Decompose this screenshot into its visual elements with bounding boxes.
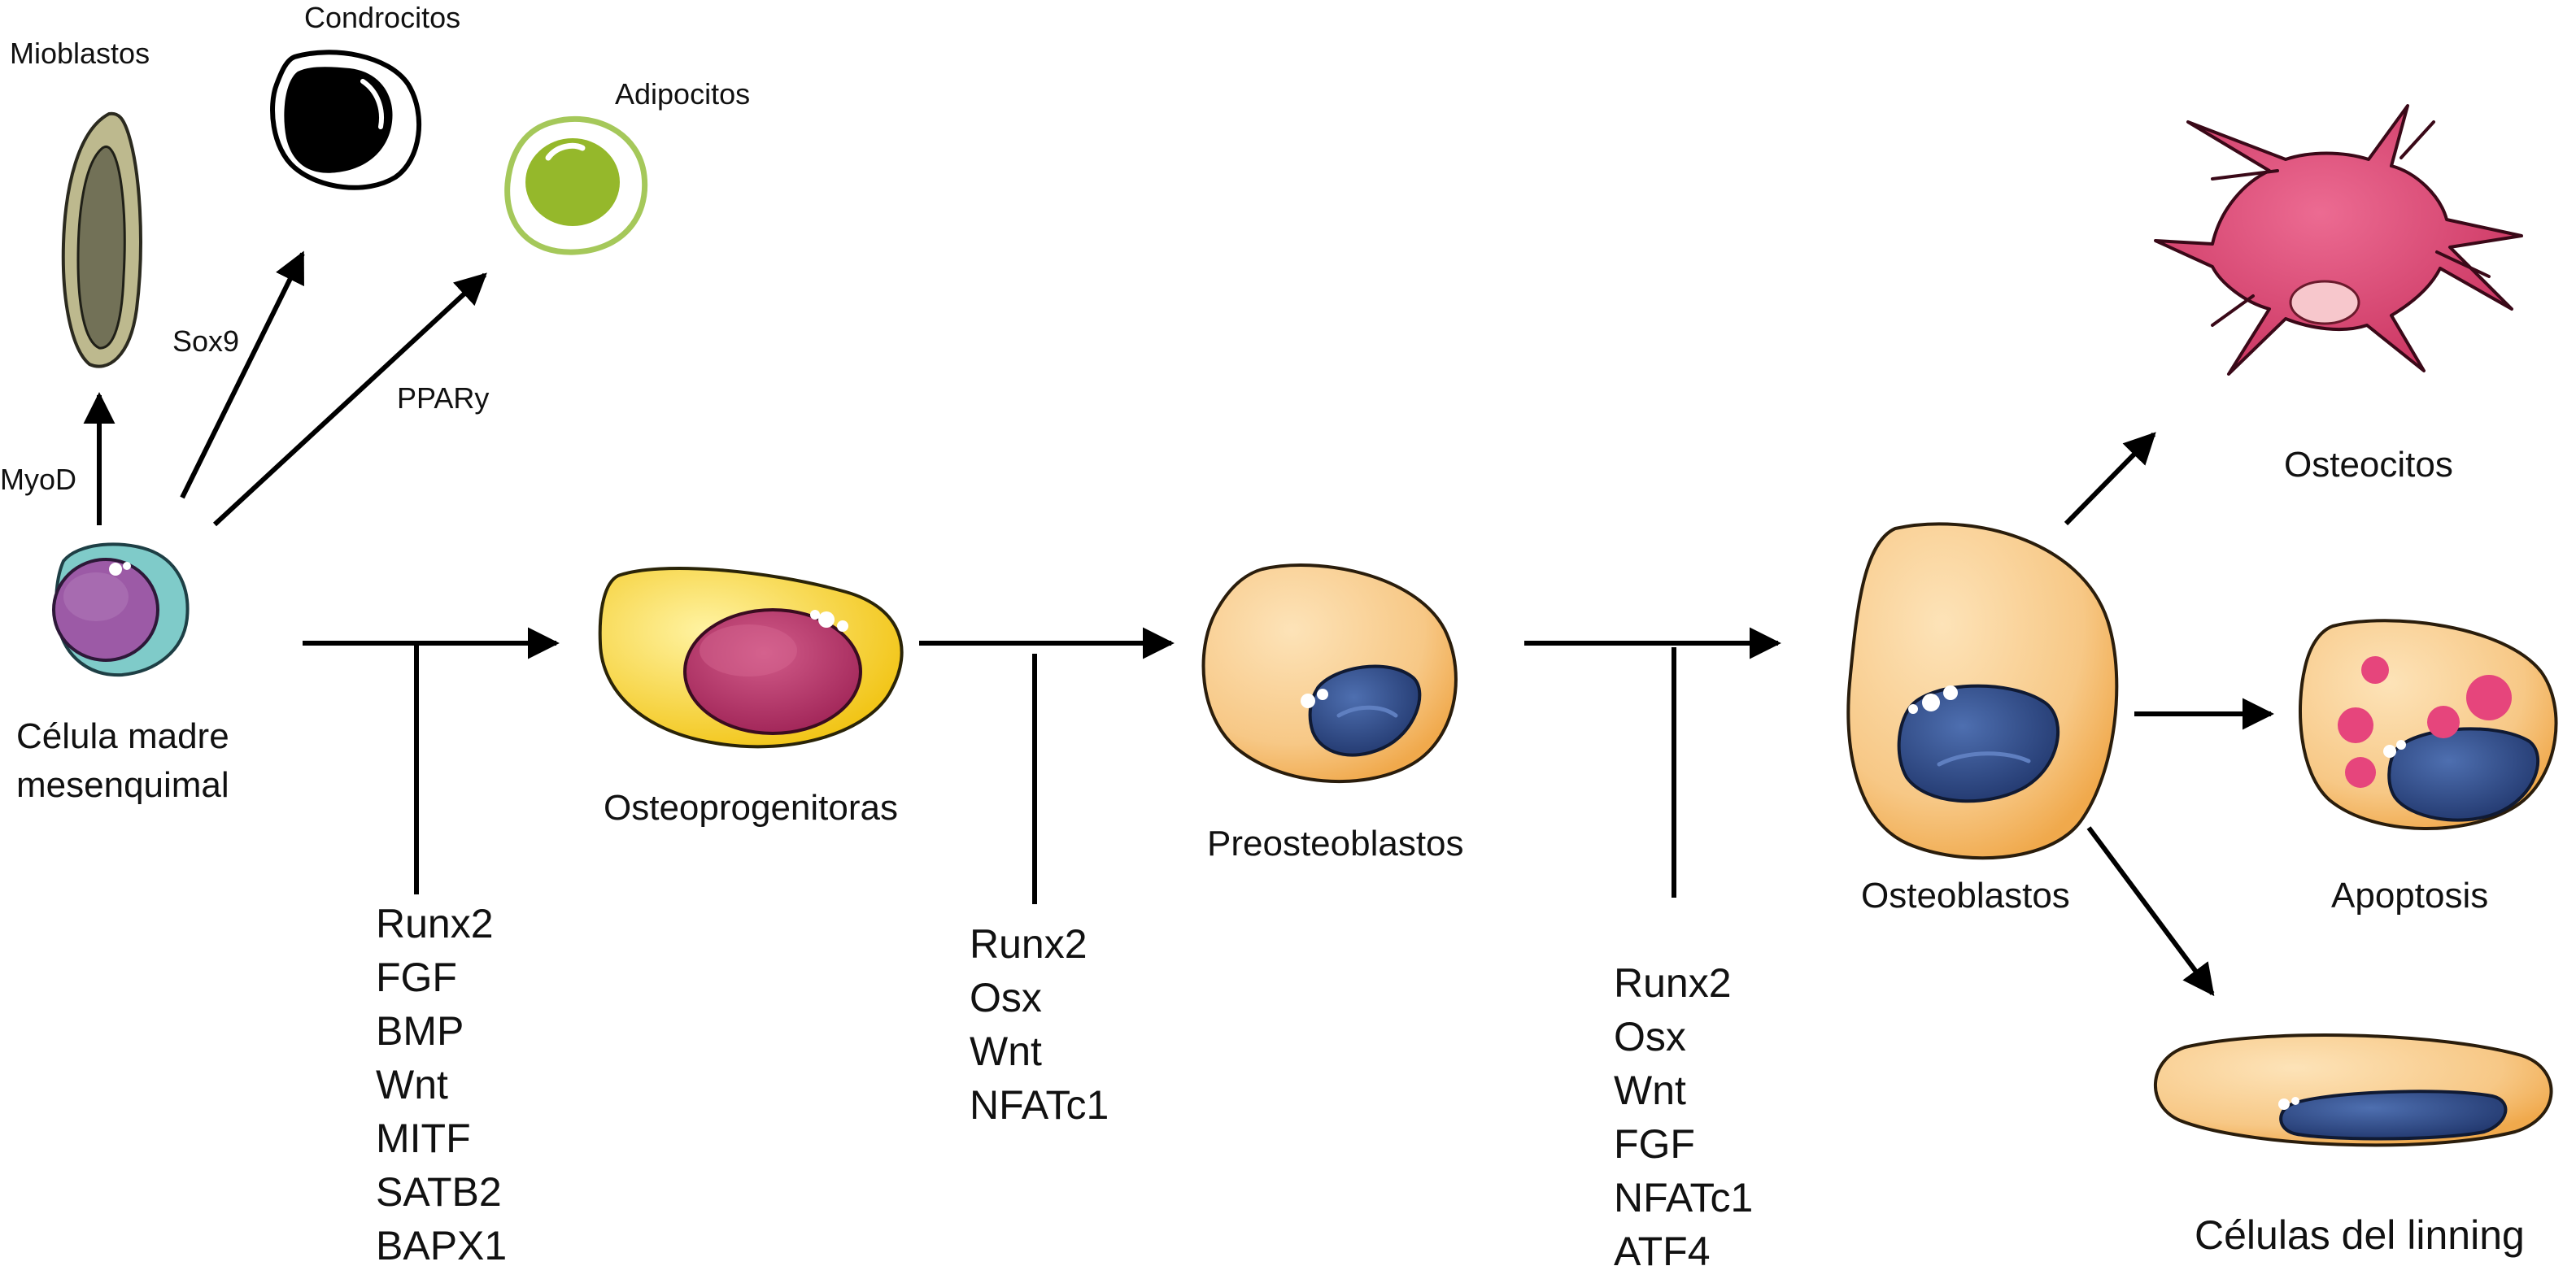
factor-item: ATF4 bbox=[1614, 1229, 1711, 1274]
label-sox9: Sox9 bbox=[172, 324, 240, 358]
label-osteocytes: Osteocitos bbox=[2284, 445, 2453, 485]
label-apoptosis: Apoptosis bbox=[2331, 876, 2489, 916]
lining-cell bbox=[2153, 1033, 2553, 1147]
factor-item: Runx2 bbox=[1614, 960, 1732, 1006]
factor-item: NFATc1 bbox=[970, 1082, 1109, 1128]
factor-item: SATB2 bbox=[376, 1169, 502, 1215]
mesenchymal-stem-cell bbox=[52, 542, 190, 677]
arrow-to-osteocytes bbox=[2064, 432, 2156, 526]
label-preosteoblasts: Preosteoblastos bbox=[1207, 824, 1464, 864]
factor-list-stage-2: Runx2 Osx Wnt NFATc1 bbox=[970, 917, 1109, 1132]
label-ppar: PPARy bbox=[397, 381, 490, 415]
preosteoblast-cell bbox=[1201, 563, 1458, 784]
label-lining-cells: Células del linning bbox=[2195, 1212, 2525, 1258]
factor-item: Runx2 bbox=[970, 921, 1087, 967]
factor-item: Wnt bbox=[1614, 1068, 1686, 1113]
factor-item: Runx2 bbox=[376, 901, 494, 946]
factor-item: MITF bbox=[376, 1116, 471, 1161]
factor-item: Wnt bbox=[970, 1029, 1042, 1074]
arrow-to-adipocytes bbox=[212, 272, 487, 527]
factor-list-stage-1: Runx2 FGF BMP Wnt MITF SATB2 BAPX1 bbox=[376, 897, 507, 1272]
osteoprogenitor-cell bbox=[598, 566, 904, 749]
factor-item: FGF bbox=[1614, 1121, 1695, 1167]
factor-item: NFATc1 bbox=[1614, 1175, 1754, 1220]
adipocyte-cell bbox=[504, 115, 648, 255]
factor-item: BAPX1 bbox=[376, 1223, 508, 1268]
factor-item: FGF bbox=[376, 955, 457, 1000]
osteoblast-cell bbox=[1846, 522, 2119, 860]
arrow-to-lining-cells bbox=[2086, 826, 2215, 997]
factor-item: Wnt bbox=[376, 1062, 448, 1107]
arrow-to-chondrocytes bbox=[180, 250, 305, 499]
factor-item: Osx bbox=[970, 975, 1042, 1020]
apoptotic-cell bbox=[2299, 619, 2558, 830]
label-mesenchymal-line-1: Célula madre bbox=[16, 716, 229, 756]
label-osteoprogenitors: Osteoprogenitoras bbox=[604, 788, 898, 828]
label-osteoblasts: Osteoblastos bbox=[1861, 876, 2070, 916]
label-chondrocytes: Condrocitos bbox=[304, 1, 461, 34]
osteocyte-cell bbox=[2154, 104, 2523, 376]
factor-item: Osx bbox=[1614, 1014, 1686, 1059]
factor-list-stage-3: Runx2 Osx Wnt FGF NFATc1 ATF4 bbox=[1614, 956, 1753, 1278]
label-myoblasts: Mioblastos bbox=[10, 37, 150, 70]
chondrocyte-cell bbox=[270, 50, 422, 190]
label-mesenchymal-line-2: mesenquimal bbox=[16, 765, 229, 805]
myoblast-cell bbox=[61, 111, 142, 368]
label-adipocytes: Adipocitos bbox=[615, 77, 751, 111]
factor-item: BMP bbox=[376, 1008, 464, 1054]
arrows bbox=[83, 250, 2274, 997]
label-myod: MyoD bbox=[0, 463, 77, 496]
